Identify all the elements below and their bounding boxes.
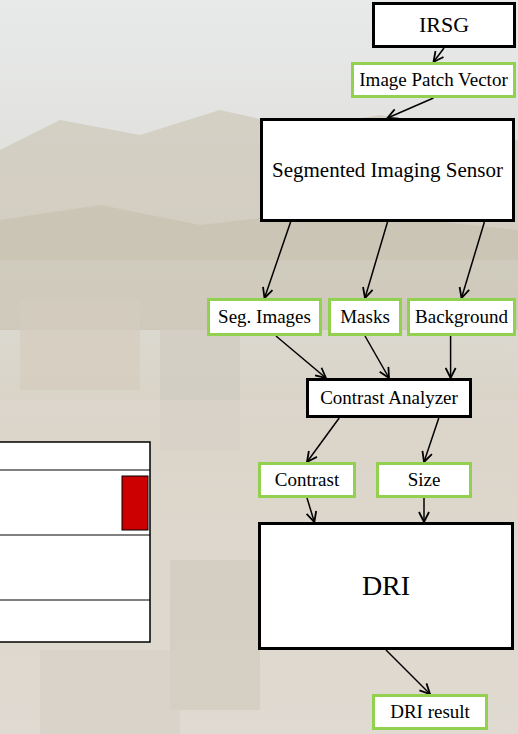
flow-arrow: [365, 336, 389, 378]
data-box: Contrast: [258, 462, 356, 498]
flow-arrow: [434, 48, 445, 62]
flow-arrow: [424, 418, 439, 462]
flow-arrow: [265, 222, 291, 298]
data-box: Background: [407, 298, 516, 336]
flow-arrow: [307, 498, 314, 522]
data-box: Seg. Images: [207, 298, 322, 336]
box-label: Masks: [340, 306, 390, 328]
process-box: Contrast Analyzer: [306, 378, 472, 418]
data-box: Masks: [328, 298, 402, 336]
flow-arrow: [462, 222, 485, 298]
box-label: DRI result: [390, 701, 470, 723]
box-label: Segmented Imaging Sensor: [272, 158, 503, 182]
box-label: Image Patch Vector: [359, 69, 507, 91]
flow-arrow: [365, 222, 388, 298]
box-label: Size: [408, 469, 441, 491]
flow-arrow: [423, 498, 425, 522]
data-box: Size: [376, 462, 472, 498]
box-label: IRSG: [419, 12, 469, 37]
flow-arrow: [388, 98, 434, 118]
flow-arrow: [276, 336, 326, 378]
box-label: Background: [415, 306, 508, 328]
box-label: Contrast: [275, 469, 339, 491]
box-label: Contrast Analyzer: [320, 387, 458, 409]
box-label: DRI: [362, 570, 410, 602]
flow-arrow: [307, 418, 339, 462]
partial-table: [0, 442, 150, 642]
data-box: Image Patch Vector: [351, 62, 516, 98]
flow-arrow: [386, 650, 430, 694]
box-label: Seg. Images: [218, 306, 311, 328]
process-box: Segmented Imaging Sensor: [260, 118, 515, 222]
data-box: DRI result: [372, 694, 488, 730]
source-box: IRSG: [372, 2, 516, 48]
process-box: DRI: [258, 522, 514, 650]
flow-arrow: [450, 336, 452, 378]
